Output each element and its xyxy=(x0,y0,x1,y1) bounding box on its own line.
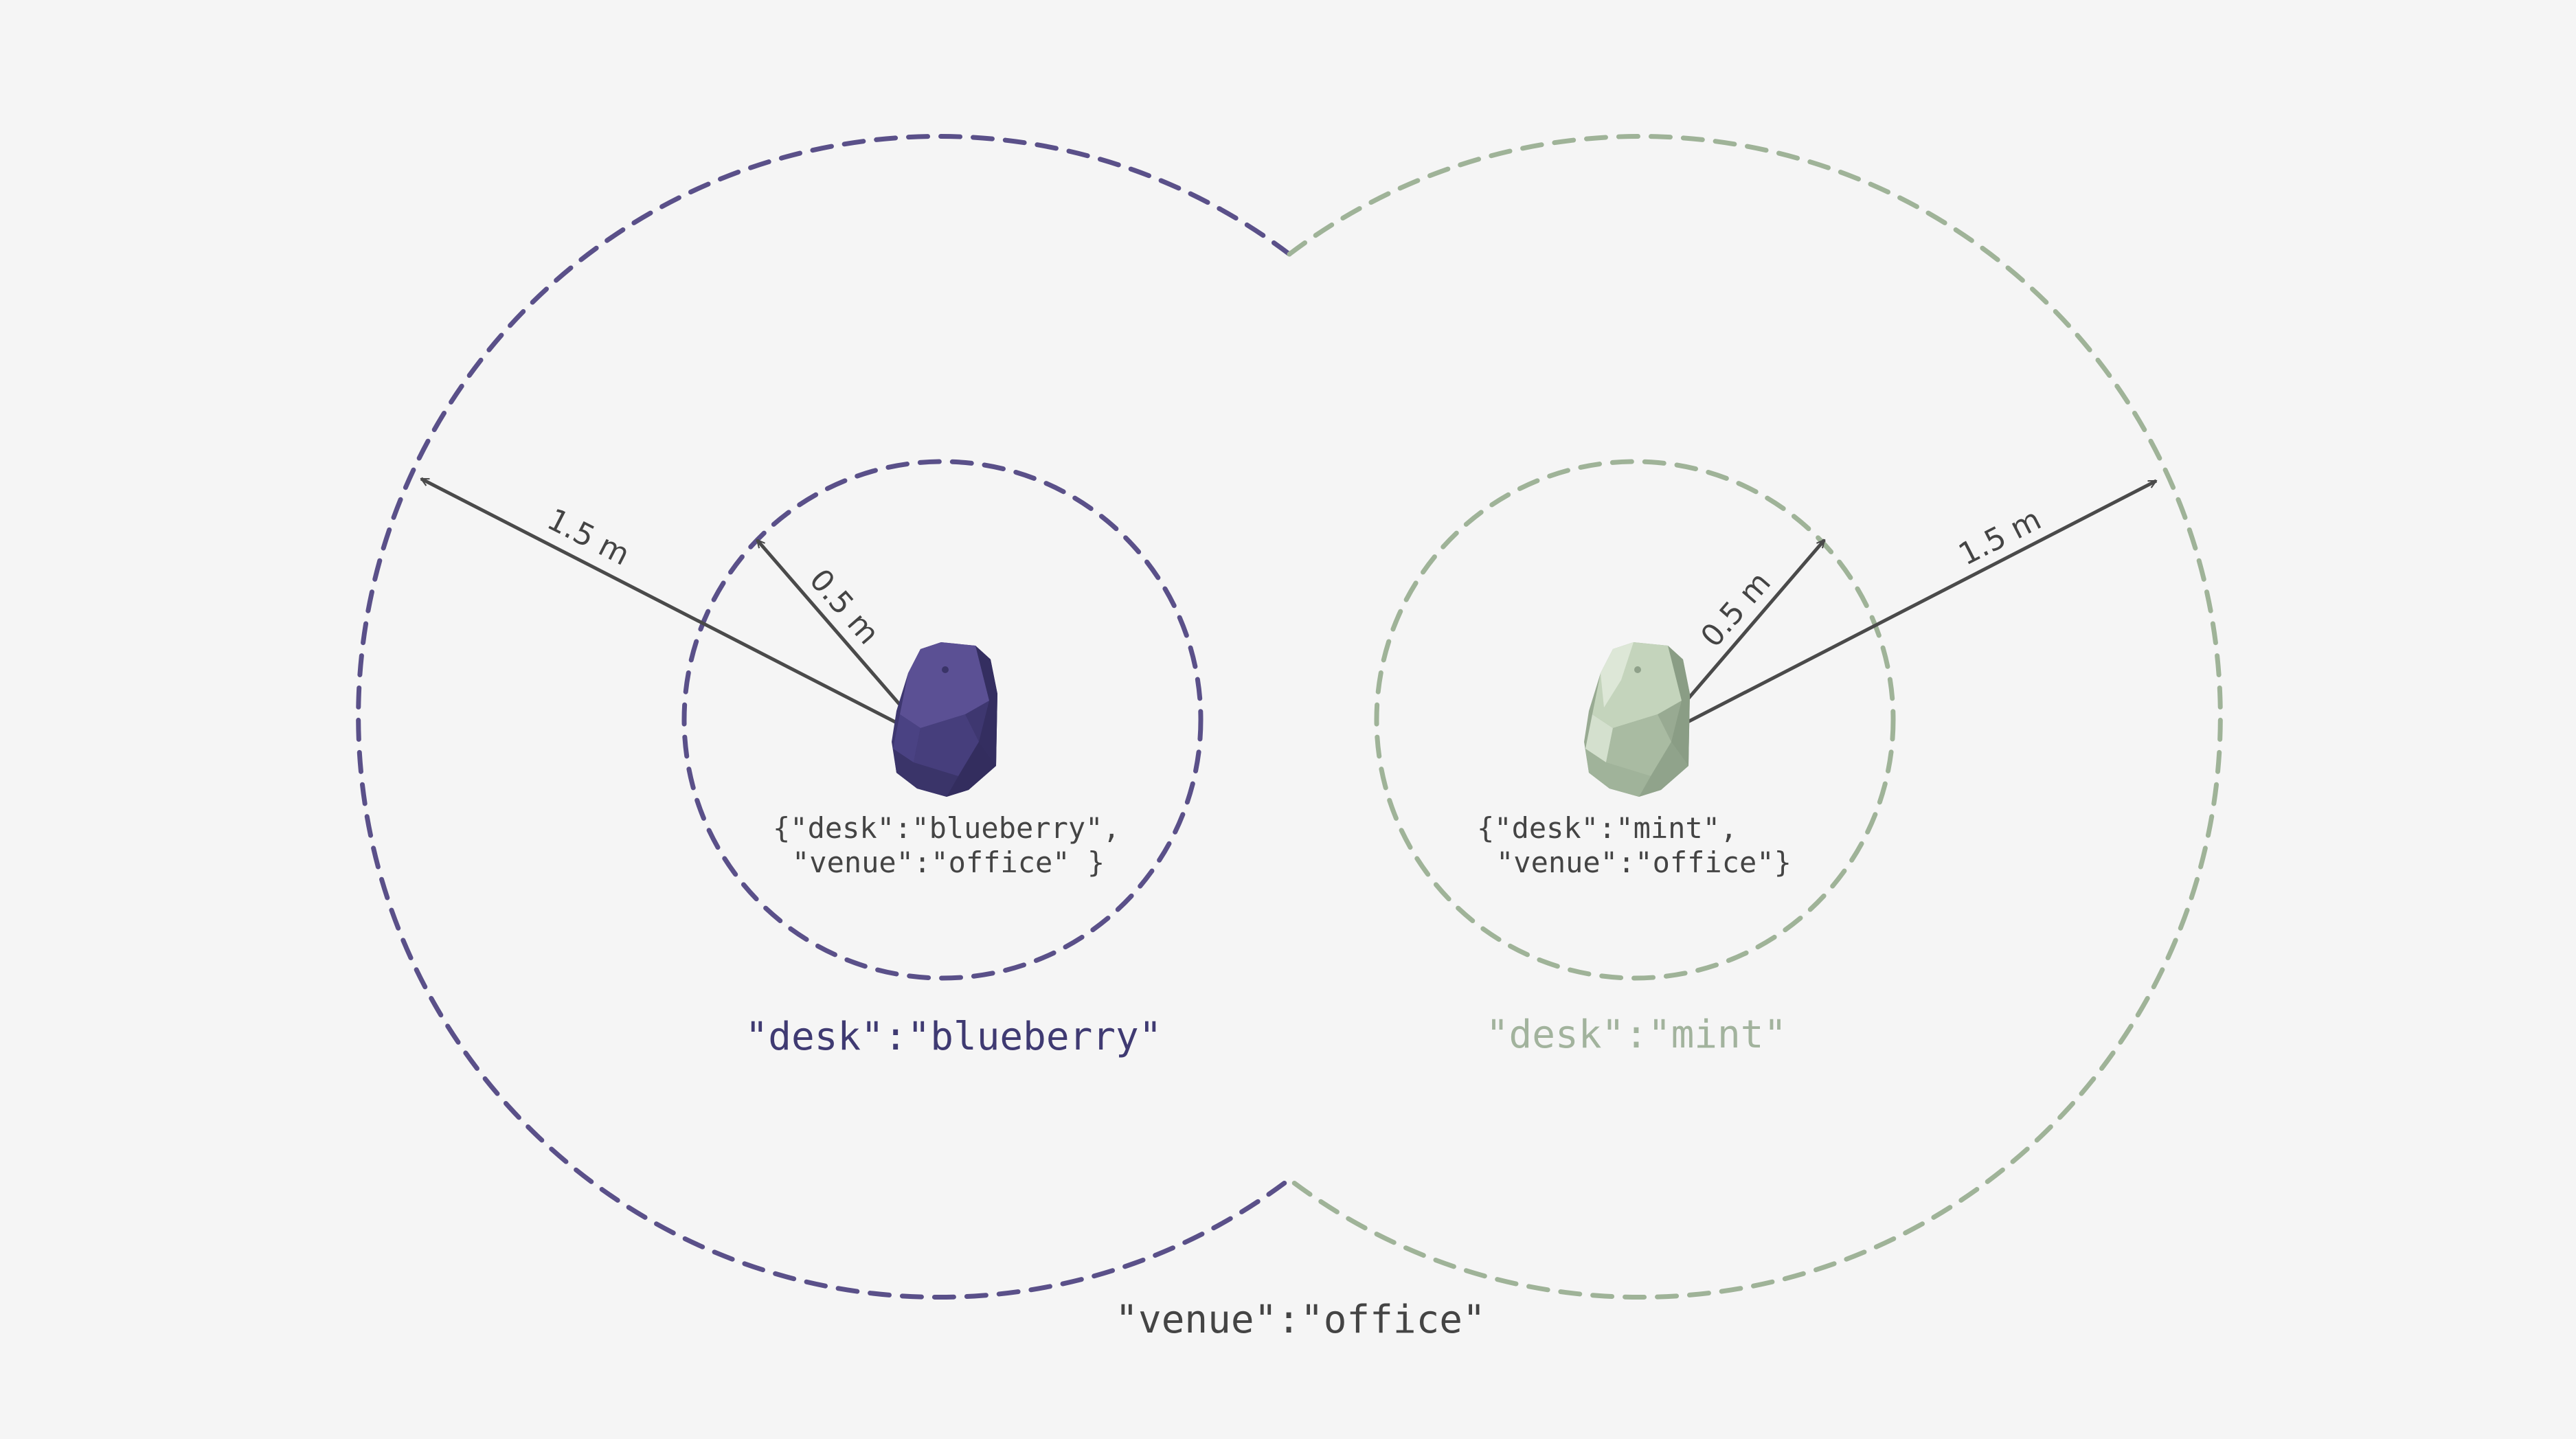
beacon-blueberry-icon xyxy=(892,642,997,797)
attachment-line2-blueberry: "venue":"office" } xyxy=(792,846,1105,879)
attachment-line1-blueberry: {"desk":"blueberry", xyxy=(773,811,1120,845)
far-range-label-blueberry: 1.5 m xyxy=(542,502,635,573)
near-zone-mint xyxy=(1374,459,1896,981)
attachment-line1-mint: {"desk":"mint", xyxy=(1477,811,1737,845)
venue-zone-boundary-blueberry xyxy=(356,134,1292,1300)
zone-label-blueberry: "desk":"blueberry" xyxy=(745,1015,1162,1059)
far-range-arrow-blueberry xyxy=(421,477,898,725)
attachment-line2-mint: "venue":"office"} xyxy=(1496,846,1792,879)
zone-label-mint: "desk":"mint" xyxy=(1486,1012,1787,1057)
venue-label: "venue":"office" xyxy=(1115,1298,1485,1342)
near-zone-blueberry xyxy=(681,459,1204,981)
venue-zone-boundary-mint xyxy=(1287,134,2223,1300)
beacon-mint-icon xyxy=(1584,642,1690,797)
near-range-arrow-blueberry xyxy=(756,540,901,706)
near-range-arrow-mint xyxy=(1682,540,1826,706)
far-range-arrow-mint xyxy=(1685,479,2156,725)
